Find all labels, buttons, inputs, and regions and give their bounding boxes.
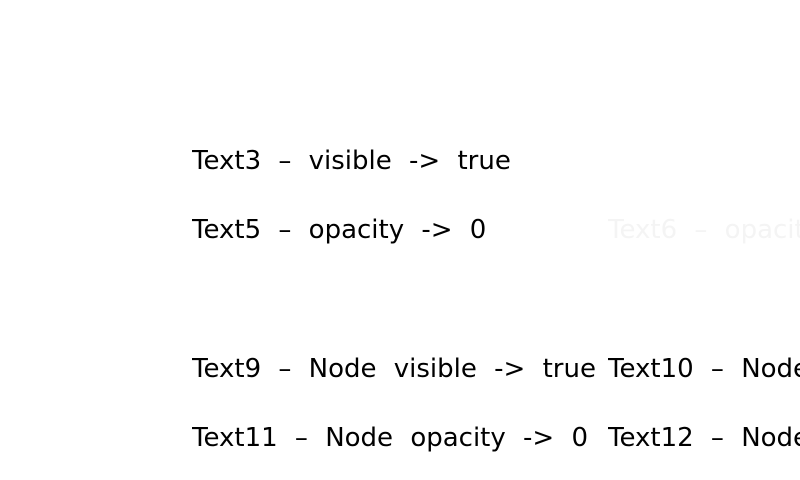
text5-label: Text5 – opacity -> 0: [192, 215, 487, 245]
text9-label: Text9 – Node visible -> true: [192, 354, 596, 384]
text12-label: Text12 – Node: [608, 423, 800, 453]
text6-label: Text6 – opacity: [608, 215, 800, 245]
text11-label: Text11 – Node opacity -> 0: [192, 423, 588, 453]
text10-label: Text10 – Node: [608, 354, 800, 384]
text3-label: Text3 – visible -> true: [192, 146, 511, 176]
